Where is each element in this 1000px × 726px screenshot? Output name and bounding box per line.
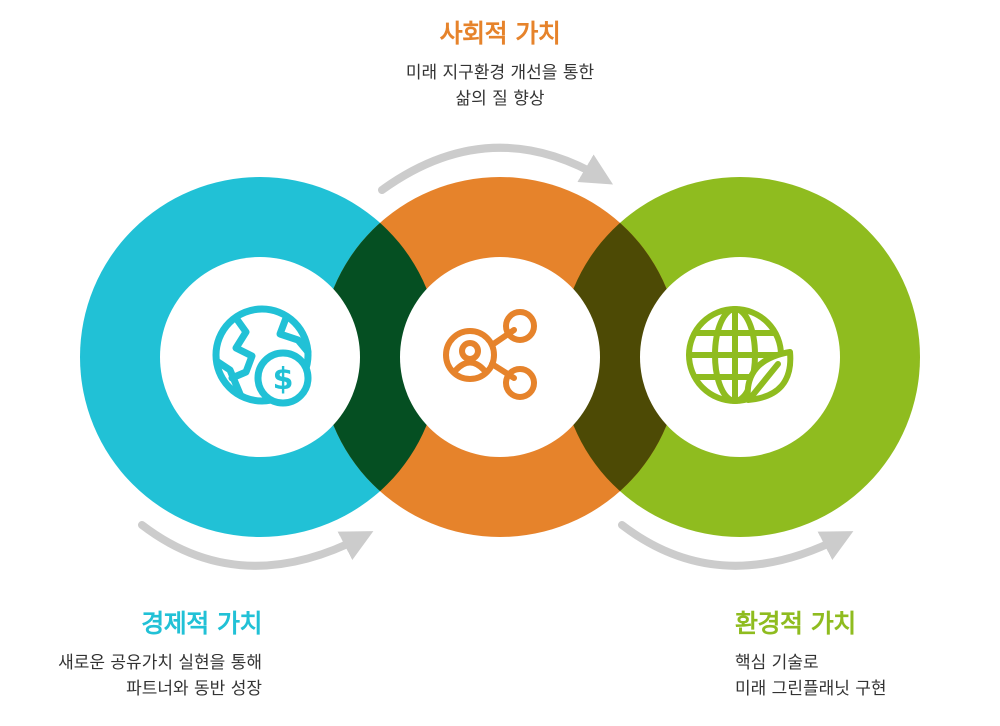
arrow-bottom-right <box>618 521 854 570</box>
overlap-left <box>320 177 440 537</box>
economic-desc-line-1: 새로운 공유가치 실현을 통해 <box>58 653 262 673</box>
overlap-right <box>560 177 680 537</box>
environmental-value-description: 핵심 기술로 미래 그린플래닛 구현 <box>735 650 887 702</box>
economic-desc-line-2: 파트너와 동반 성장 <box>126 679 262 699</box>
globe-leaf-icon <box>686 306 794 404</box>
social-desc-line-2: 삶의 질 향상 <box>455 89 545 109</box>
environmental-desc-line-1: 핵심 기술로 <box>735 653 819 673</box>
arrow-bottom-left <box>138 521 374 570</box>
globe-dollar-icon: $ <box>212 305 312 407</box>
svg-text:$: $ <box>273 362 294 397</box>
economic-value-description: 새로운 공유가치 실현을 통해 파트너와 동반 성장 <box>58 650 262 702</box>
social-value-title: 사회적 가치 <box>439 19 561 48</box>
social-desc-line-1: 미래 지구환경 개선을 통한 <box>405 63 595 83</box>
economic-value-title: 경제적 가치 <box>141 609 262 638</box>
social-value-description: 미래 지구환경 개선을 통한 삶의 질 향상 <box>0 60 1000 112</box>
environmental-desc-line-2: 미래 그린플래닛 구현 <box>735 679 887 699</box>
environmental-value-title: 환경적 가치 <box>735 609 856 638</box>
share-network-icon <box>443 309 537 400</box>
arrow-top <box>378 143 614 194</box>
